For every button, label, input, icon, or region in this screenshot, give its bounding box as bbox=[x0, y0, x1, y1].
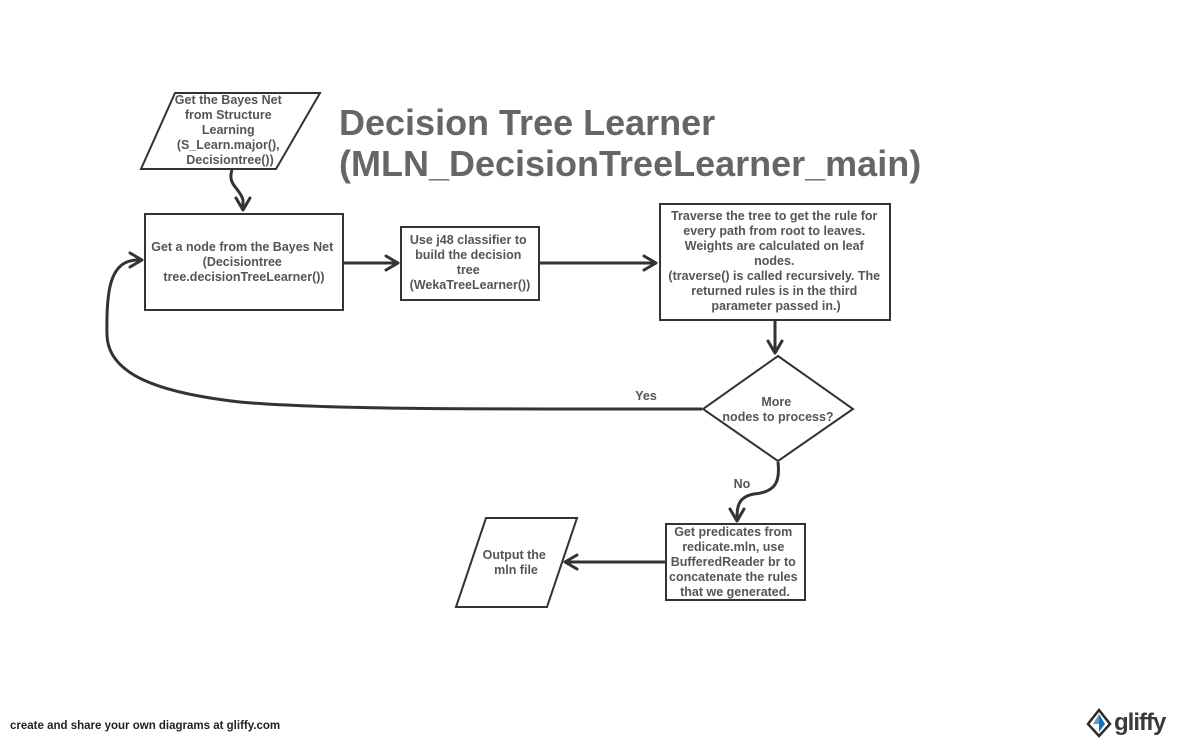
gliffy-brand[interactable]: gliffy bbox=[1086, 707, 1166, 739]
traverse-text: Traverse the tree to get the rule for ev… bbox=[668, 209, 883, 313]
j48-line: (WekaTreeLearner()) bbox=[410, 278, 531, 292]
start-line: Decisiontree()) bbox=[186, 153, 274, 167]
edge-decision-no bbox=[735, 461, 780, 522]
arrowhead-output bbox=[563, 553, 579, 571]
predicates-line: Get predicates from bbox=[674, 525, 792, 539]
predicates-line: redicate.mln, use bbox=[682, 540, 784, 554]
traverse-line: Weights are calculated on leaf bbox=[685, 239, 865, 253]
output-line: mln file bbox=[494, 563, 538, 577]
traverse-line: Traverse the tree to get the rule for bbox=[671, 209, 877, 223]
predicates-line: BufferedReader br to bbox=[671, 555, 796, 569]
arrowhead-getnode-top bbox=[234, 196, 252, 212]
arrowhead-j48 bbox=[384, 254, 400, 272]
decision-text: More nodes to process? bbox=[722, 395, 833, 424]
arrowhead-predicates bbox=[728, 507, 746, 523]
j48-line: build the decision bbox=[415, 248, 521, 262]
edge-start-to-getnode bbox=[229, 169, 245, 210]
get-node-box bbox=[144, 213, 344, 311]
title-line-2: (MLN_DecisionTreeLearner_main) bbox=[339, 143, 921, 184]
predicates-line: that we generated. bbox=[680, 585, 790, 599]
arrowhead-loop bbox=[128, 251, 144, 269]
start-node-text: Get the Bayes Net from Structure Learnin… bbox=[175, 93, 285, 167]
traverse-line: returned rules is in the third bbox=[691, 284, 857, 298]
traverse-line: parameter passed in.) bbox=[711, 299, 840, 313]
edge-label-no: No bbox=[734, 477, 751, 491]
title-line-1: Decision Tree Learner bbox=[339, 102, 715, 143]
start-line: (S_Learn.major(), bbox=[177, 138, 280, 152]
get-node-line: (Decisiontree bbox=[203, 255, 282, 269]
start-parallelogram bbox=[139, 92, 322, 170]
arrowhead-decision bbox=[766, 339, 784, 355]
traverse-line: every path from root to leaves. bbox=[683, 224, 865, 238]
edge-decision-yes-loop bbox=[105, 258, 703, 411]
start-line: from Structure bbox=[185, 108, 272, 122]
get-node-line: Get a node from the Bayes Net bbox=[151, 240, 334, 254]
output-text: Output the mln file bbox=[483, 548, 550, 577]
decision-line: nodes to process? bbox=[722, 410, 833, 424]
start-line: Learning bbox=[202, 123, 255, 137]
footer-link-text[interactable]: create and share your own diagrams at gl… bbox=[10, 720, 281, 732]
output-line: Output the bbox=[483, 548, 546, 562]
gliffy-logo-icon bbox=[1086, 708, 1112, 738]
decision-diamond bbox=[701, 354, 855, 463]
edge-label-yes: Yes bbox=[635, 389, 657, 403]
decision-line: More bbox=[761, 395, 791, 409]
j48-line: tree bbox=[457, 263, 480, 277]
arrowhead-traverse bbox=[642, 254, 658, 272]
traverse-box bbox=[659, 203, 891, 321]
get-node-line: tree.decisionTreeLearner()) bbox=[163, 270, 324, 284]
get-node-text: Get a node from the Bayes Net (Decisiont… bbox=[151, 240, 336, 284]
j48-box bbox=[400, 226, 540, 301]
j48-text: Use j48 classifier to build the decision… bbox=[410, 233, 531, 292]
j48-line: Use j48 classifier to bbox=[410, 233, 527, 247]
output-parallelogram bbox=[454, 517, 579, 608]
gliffy-brand-text: gliffy bbox=[1114, 709, 1166, 736]
diagram-title: Decision Tree Learner (MLN_DecisionTreeL… bbox=[339, 102, 921, 184]
predicates-line: concatenate the rules bbox=[669, 570, 798, 584]
traverse-line: (traverse() is called recursively. The bbox=[668, 269, 880, 283]
predicates-text: Get predicates from redicate.mln, use Bu… bbox=[669, 525, 801, 599]
predicates-box bbox=[665, 523, 806, 601]
start-line: Get the Bayes Net bbox=[175, 93, 283, 107]
traverse-line: nodes. bbox=[754, 254, 794, 268]
